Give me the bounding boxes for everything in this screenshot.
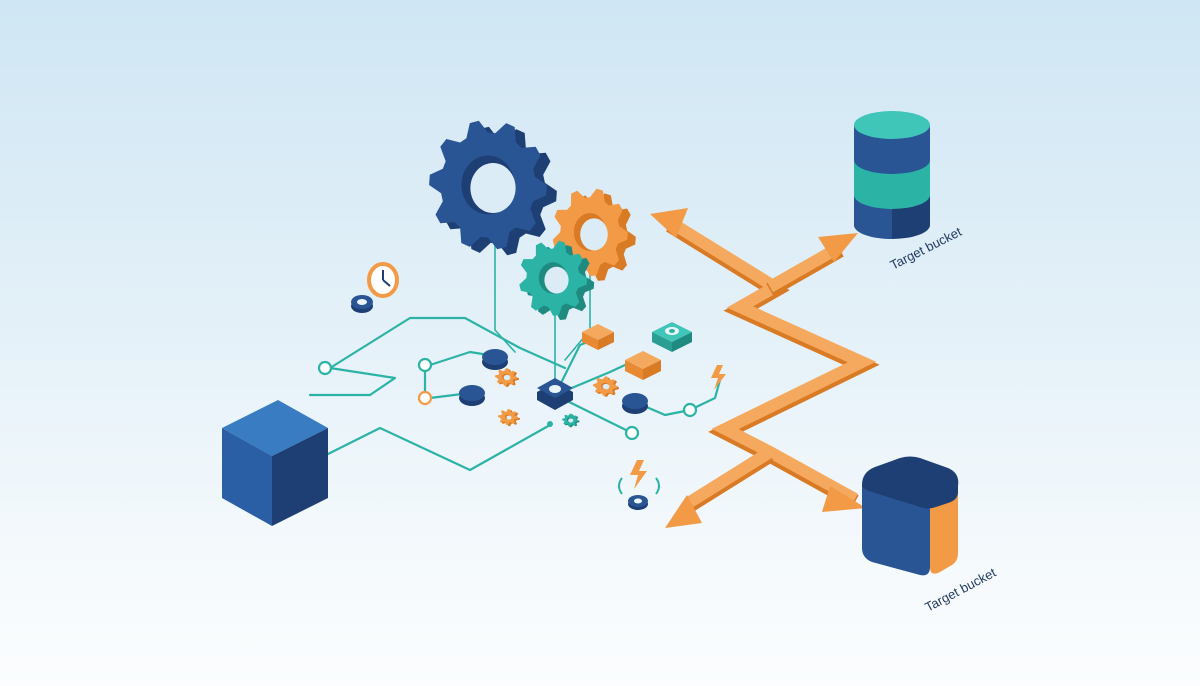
trace-node (682, 402, 698, 418)
trace-node (417, 357, 433, 373)
disc-node (459, 385, 485, 406)
arrowhead-down-left (665, 495, 702, 528)
arrowhead-up-left (650, 208, 688, 238)
arrowhead-up-right (818, 233, 858, 262)
arrowhead-down-right (822, 486, 866, 512)
trace-gear-big (494, 244, 516, 353)
small-disc-node (351, 295, 373, 313)
orange-block-node (625, 351, 661, 380)
lightning-icon (618, 460, 660, 510)
trace-node (417, 390, 433, 406)
branching-arrow-icon (650, 208, 880, 528)
trace-upper (308, 316, 567, 397)
small-gear-cluster (495, 368, 619, 428)
small-gear-icon (519, 240, 595, 320)
disc-node (622, 393, 648, 414)
small-gear-icon (498, 409, 520, 427)
small-gear-icon (562, 413, 580, 428)
trace-endpoints (317, 357, 698, 441)
orange-block-node (582, 324, 614, 350)
small-gear-icon (593, 376, 619, 397)
trace-lower (318, 423, 552, 472)
trace-right (633, 378, 722, 417)
central-hub-node (537, 378, 573, 410)
trace-node (547, 421, 553, 427)
small-gear-icon (495, 368, 519, 387)
center-nodes (459, 322, 692, 414)
trace-node (624, 425, 640, 441)
source-cube-icon (222, 400, 328, 526)
gear-cluster (429, 120, 636, 320)
teal-target-block (652, 322, 692, 352)
storage-bucket-icon (862, 456, 959, 576)
trace-node (317, 360, 333, 376)
disc-node (482, 349, 508, 370)
database-cylinder-icon (854, 111, 930, 239)
large-gear-icon (429, 120, 557, 256)
lightning-icon (711, 365, 726, 390)
clock-icon (367, 262, 399, 298)
